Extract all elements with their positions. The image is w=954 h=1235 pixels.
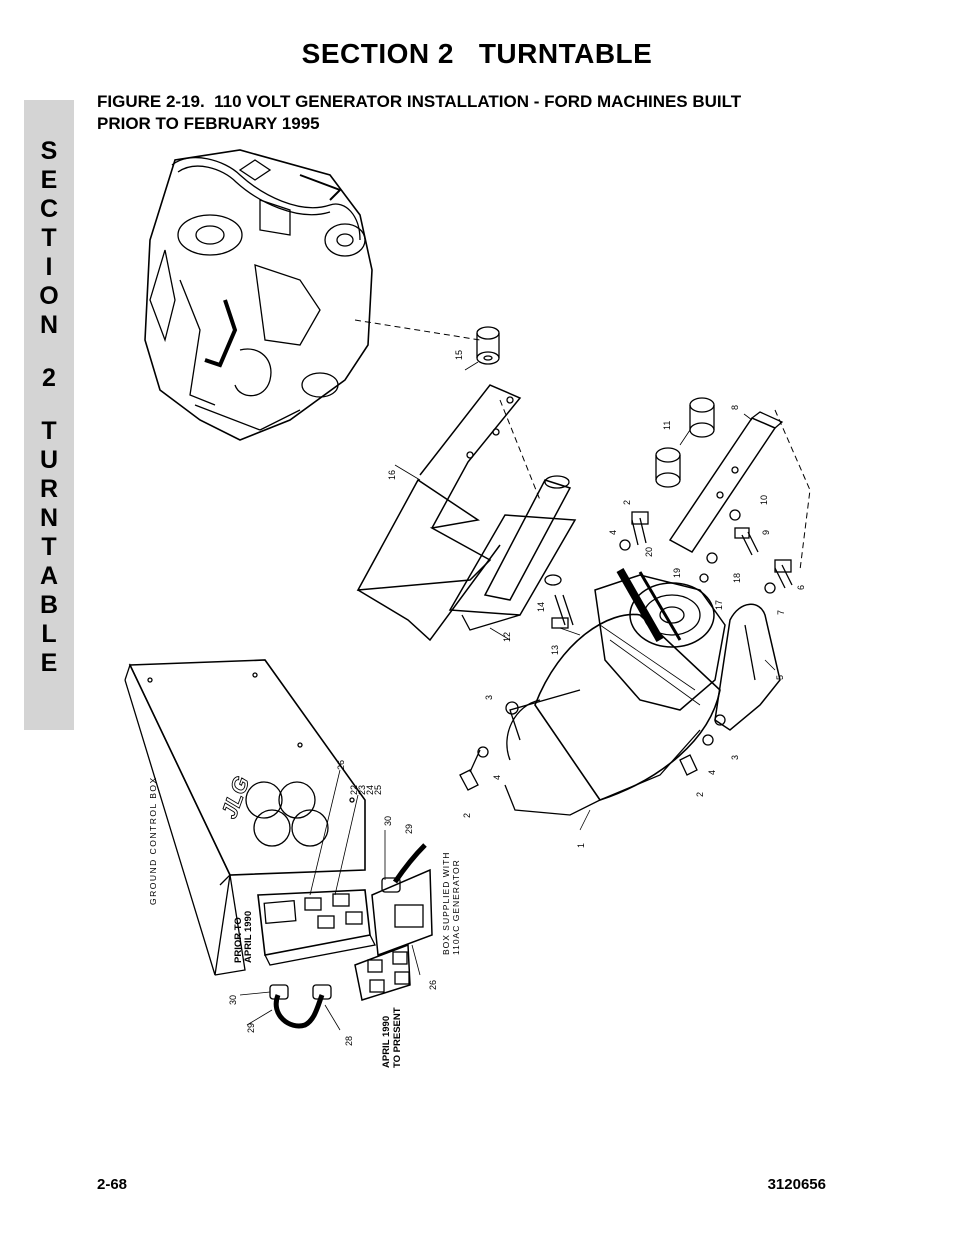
bar-part-8 — [668, 411, 784, 553]
lower-hardware — [459, 701, 714, 791]
callout-23: 23 — [357, 785, 367, 795]
callout-2-c: 2 — [462, 813, 472, 818]
callout-4-a: 4 — [608, 530, 618, 535]
spacer-part-11 — [655, 397, 715, 488]
callout-leaders-box — [239, 769, 421, 1031]
callout-20: 20 — [644, 547, 654, 557]
side-tab-letter: U — [39, 446, 59, 474]
callout-28: 28 — [344, 1036, 354, 1046]
present-label-line-2: TO PRESENT — [392, 1007, 403, 1068]
callout-2-a: 2 — [622, 500, 632, 505]
callout-4-c: 4 — [707, 770, 717, 775]
side-tab-letter: T — [41, 417, 57, 445]
prior-to-label-line-1: PRIOR TO — [233, 917, 244, 963]
callout-19: 19 — [672, 568, 682, 578]
prior-to-label-line-2: APRIL 1990 — [243, 911, 254, 963]
engine-illustration — [144, 149, 373, 441]
callout-25: 25 — [373, 785, 383, 795]
callout-26-b: 26 — [428, 980, 438, 990]
side-tab-letter: O — [39, 282, 59, 310]
callout-2-b: 2 — [695, 792, 705, 797]
callout-30-a: 30 — [383, 816, 393, 826]
callout-9: 9 — [761, 530, 771, 535]
callout-22: 22 — [349, 785, 359, 795]
side-tab-letter: 2 — [42, 364, 56, 392]
callout-11: 11 — [662, 421, 672, 430]
side-tab-letter: L — [41, 620, 57, 648]
figure-title-line-1: FIGURE 2-19. 110 VOLT GENERATOR INSTALLA… — [97, 92, 742, 111]
side-tab-letter: E — [40, 166, 58, 194]
side-tab-letter: C — [39, 195, 59, 223]
spacer-part-15 — [476, 326, 500, 365]
callout-3-b: 3 — [730, 755, 740, 760]
side-tab-letter: A — [39, 562, 59, 590]
side-tab-letter: S — [40, 137, 58, 165]
ground-control-box-label: GROUND CONTROL BOX — [148, 776, 158, 905]
page-number: 2-68 — [97, 1176, 128, 1193]
side-tab-letter: R — [39, 475, 59, 503]
callout-3-a: 3 — [484, 695, 494, 700]
callout-6: 6 — [796, 585, 806, 590]
callout-12: 12 — [502, 632, 512, 642]
callout-17: 17 — [714, 600, 724, 610]
callout-26-a: 26 — [336, 760, 346, 770]
section-side-tab: S E C T I O N 2 T U R N T A B L E — [24, 100, 74, 730]
bracket-part-5 — [714, 603, 781, 731]
side-tab-letter: T — [41, 533, 57, 561]
box-supplied-label-line-1: BOX SUPPLIED WITH — [441, 852, 451, 955]
callout-13: 13 — [550, 645, 560, 655]
side-tab-letter: E — [40, 649, 58, 677]
callout-30-b: 30 — [228, 995, 238, 1005]
side-tab-letter: N — [39, 311, 59, 339]
callout-15: 15 — [454, 350, 464, 360]
callout-8: 8 — [730, 405, 740, 410]
callout-4-b: 4 — [492, 775, 502, 780]
callout-7: 7 — [776, 610, 786, 615]
ground-control-box — [124, 659, 433, 1001]
hardware-bolts — [619, 509, 793, 594]
callout-10: 10 — [759, 495, 769, 505]
document-number: 3120656 — [767, 1176, 826, 1193]
box-supplied-label-line-2: 110AC GENERATOR — [451, 859, 461, 955]
callout-1: 1 — [576, 843, 586, 848]
side-tab-letter: N — [39, 504, 59, 532]
figure-title-line-2: PRIOR TO FEBRUARY 1995 — [97, 114, 320, 133]
generator-part-1 — [504, 568, 726, 816]
callout-29-a: 29 — [404, 824, 414, 834]
bracket-plate-part-16 — [356, 384, 522, 642]
side-tab-letter: T — [41, 224, 57, 252]
callout-24: 24 — [365, 785, 375, 795]
callout-16: 16 — [387, 470, 397, 480]
side-tab-letter: B — [39, 591, 59, 619]
present-label-line-1: APRIL 1990 — [381, 1016, 392, 1068]
callout-14: 14 — [536, 602, 546, 612]
callout-29-b: 29 — [246, 1023, 256, 1033]
bolt-part-13 — [544, 574, 574, 629]
leader-lines — [394, 361, 776, 831]
side-tab-letter: I — [45, 253, 53, 281]
channel-part-12 — [448, 475, 577, 631]
callout-18: 18 — [732, 573, 742, 583]
section-title: SECTION 2 TURNTABLE — [301, 38, 653, 69]
figure-title: FIGURE 2-19. 110 VOLT GENERATOR INSTALLA… — [97, 91, 857, 135]
callout-5: 5 — [775, 675, 785, 680]
jlg-logo: JLG — [216, 773, 254, 822]
